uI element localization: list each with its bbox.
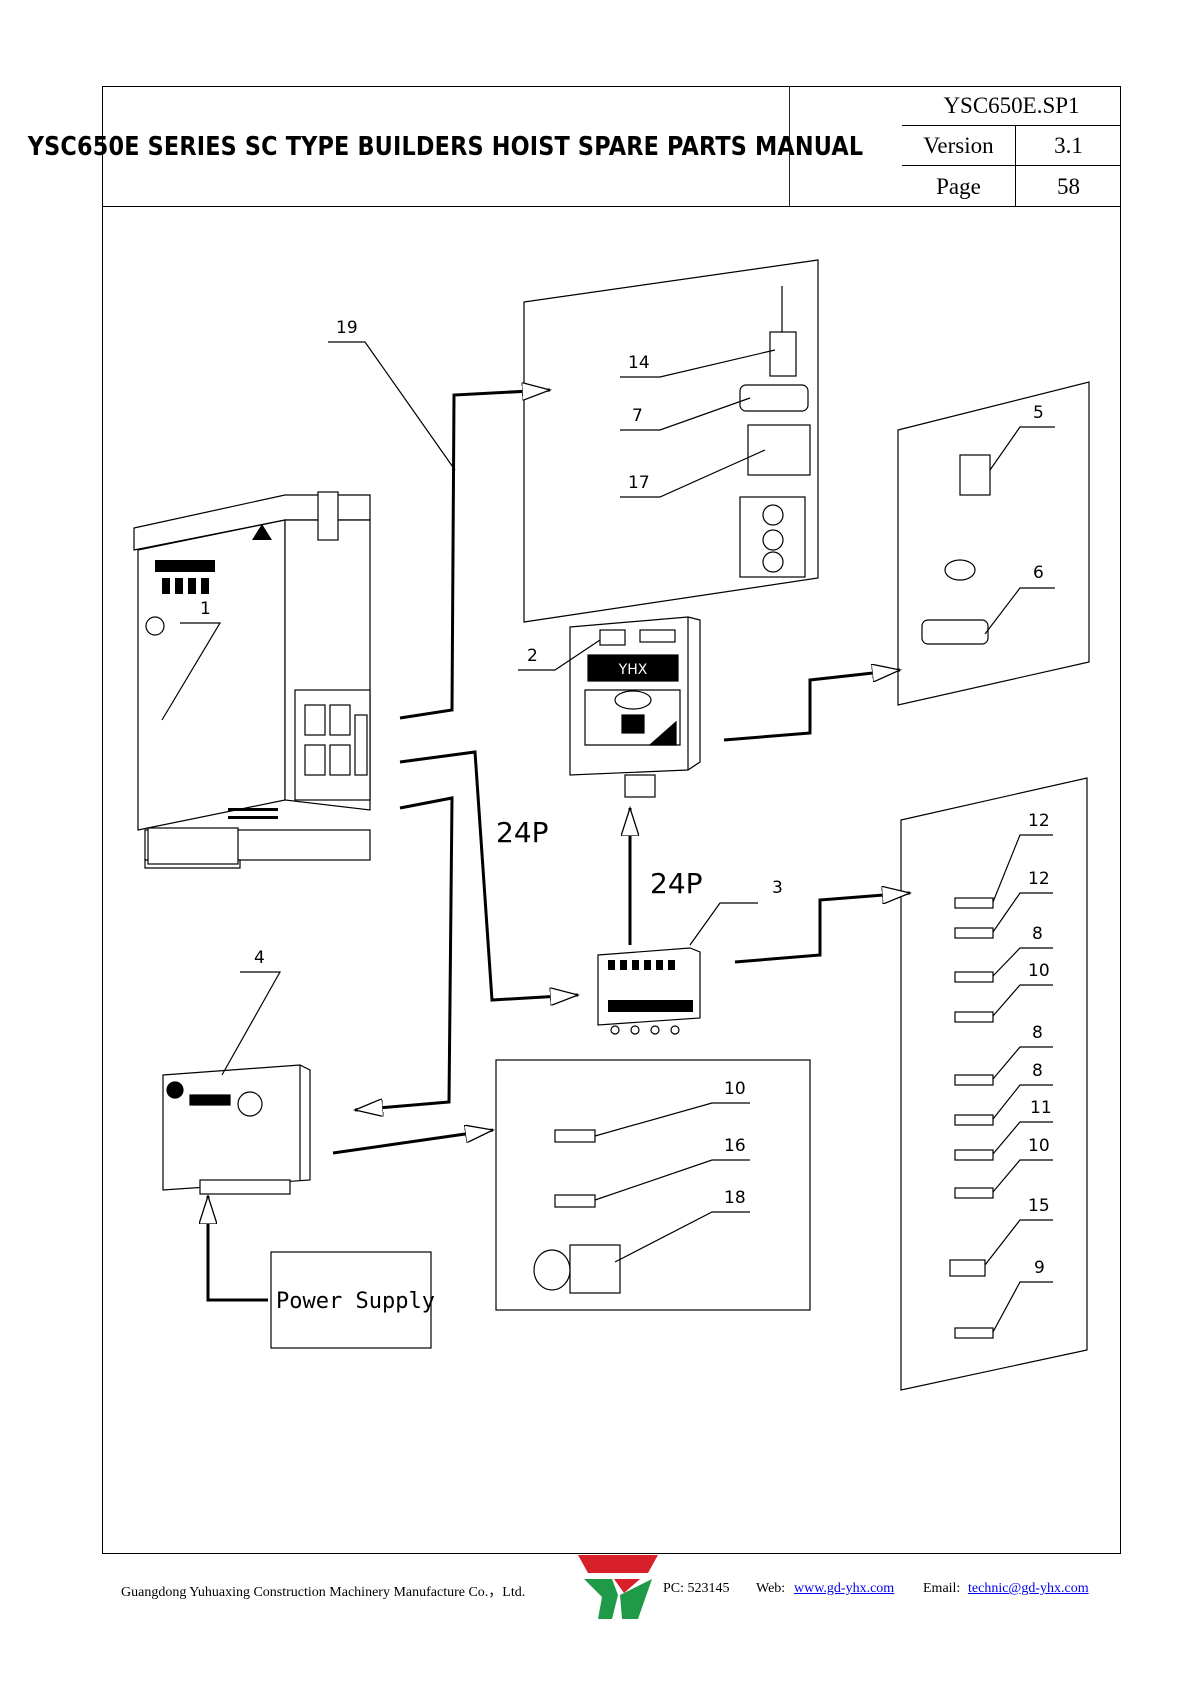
panel-outline-right-long (900, 777, 1088, 1391)
part-14-sketch (769, 331, 797, 377)
panel-outline-right-top (897, 381, 1090, 706)
switch-8b-sketch (954, 1074, 994, 1086)
postal-code: PC: 523145 (663, 1581, 730, 1596)
wire-label-24p-center: 24P (650, 867, 703, 900)
callout-8a: 8 (1032, 924, 1043, 944)
page-label: Page (902, 166, 1016, 207)
part-10-bottom-sketch (554, 1129, 596, 1143)
company-name: Guangdong Yuhuaxing Construction Machine… (121, 1585, 526, 1600)
callout-8b: 8 (1032, 1023, 1043, 1043)
sensor-15-sketch (949, 1259, 986, 1277)
switch-10a-sketch (954, 1011, 994, 1023)
callout-12b: 12 (1028, 869, 1050, 889)
wire-label-24p-left: 24P (496, 816, 549, 849)
power-distribution-box (162, 1064, 311, 1195)
callout-3: 3 (772, 878, 783, 898)
switch-12a-sketch (954, 897, 994, 909)
callout-15: 15 (1028, 1196, 1050, 1216)
manual-title: YSC650E SERIES SC TYPE BUILDERS HOIST SP… (28, 86, 863, 207)
email-link[interactable]: technic@gd-yhx.com (968, 1581, 1089, 1596)
callout-8c: 8 (1032, 1061, 1043, 1081)
switch-10b-sketch (954, 1187, 994, 1199)
callout-1: 1 (200, 599, 211, 619)
panel-outline-bottom (495, 1059, 811, 1311)
callout-7: 7 (632, 406, 643, 426)
switch-8a-sketch (954, 971, 994, 983)
callout-5: 5 (1033, 403, 1044, 423)
anemometer-sketch (944, 559, 976, 581)
page-footer: Guangdong Yuhuaxing Construction Machine… (0, 1555, 1191, 1625)
panel-outline-top (523, 259, 819, 623)
callout-14: 14 (628, 353, 650, 373)
website-link[interactable]: www.gd-yhx.com (794, 1581, 895, 1596)
callout-11: 11 (1030, 1098, 1052, 1118)
callout-10-bottom: 10 (724, 1079, 746, 1099)
power-supply-label: Power Supply (276, 1289, 435, 1314)
version-value: 3.1 (1054, 132, 1083, 158)
page-row: Page 58 (902, 166, 1121, 207)
callout-17: 17 (628, 473, 650, 493)
doc-code-row: YSC650E.SP1 (902, 86, 1121, 126)
callout-9: 9 (1034, 1258, 1045, 1278)
email-label: Email: (923, 1581, 961, 1596)
part-6-sketch (921, 619, 989, 645)
callout-16: 16 (724, 1136, 746, 1156)
part-16-sketch (554, 1194, 596, 1208)
callout-10a: 10 (1028, 961, 1050, 981)
part-18-sketch (569, 1244, 621, 1294)
part-5-sketch (959, 454, 991, 496)
doc-code: YSC650E.SP1 (943, 92, 1080, 118)
panel-brand-label: YHX (618, 662, 648, 678)
callout-18: 18 (724, 1188, 746, 1208)
switch-8c-sketch (954, 1114, 994, 1126)
switch-11-sketch (954, 1149, 994, 1161)
page-number: 58 (1057, 173, 1080, 199)
version-label: Version (902, 126, 1016, 165)
component-sketches (533, 286, 994, 1339)
header-table: YSC650E SERIES SC TYPE BUILDERS HOIST SP… (28, 86, 1121, 207)
callout-4: 4 (254, 948, 265, 968)
page-frame (102, 86, 1121, 1554)
power-supply-box (270, 1251, 432, 1349)
junction-box (597, 947, 701, 1035)
switch-12b-sketch (954, 927, 994, 939)
callout-19: 19 (336, 318, 358, 338)
web-label: Web: (756, 1581, 786, 1596)
switch-9-sketch (954, 1327, 994, 1339)
lcd-controller-box: YHX (569, 616, 701, 798)
callout-6: 6 (1033, 563, 1044, 583)
version-row: Version 3.1 (902, 126, 1121, 166)
part-7-sketch (739, 384, 809, 412)
company-logo-icon (578, 1555, 658, 1619)
document-meta: YSC650E.SP1 Version 3.1 Page 58 (902, 86, 1121, 207)
callout-2: 2 (527, 646, 538, 666)
callout-12a: 12 (1028, 811, 1050, 831)
part-17-sketch (747, 424, 811, 476)
callout-10b: 10 (1028, 1136, 1050, 1156)
main-control-cabinet (133, 491, 371, 869)
